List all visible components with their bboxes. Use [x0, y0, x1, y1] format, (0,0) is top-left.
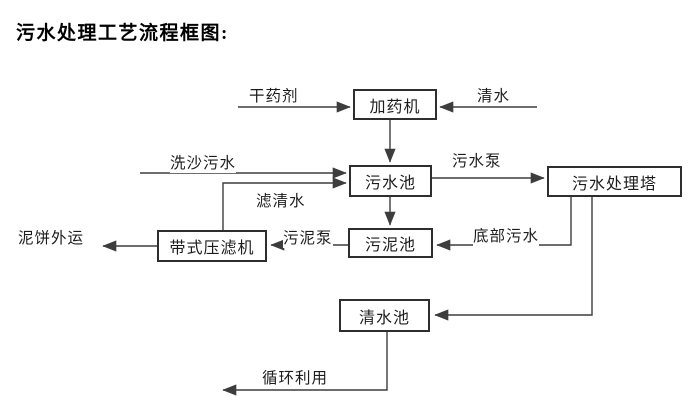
label-sewage-pump: 污水泵	[452, 149, 502, 171]
edge-tower-to-clear-water-pool	[434, 197, 593, 321]
node-dosing-machine: 加药机	[353, 89, 437, 120]
label-sludge-pump: 污泥泵	[283, 226, 333, 248]
node-sewage-pool: 污水池	[349, 165, 432, 197]
page-title: 污水处理工艺流程框图:	[16, 23, 229, 44]
node-treatment-tower: 污水处理塔	[547, 166, 682, 197]
label-bottom-sewage: 底部污水	[473, 224, 540, 246]
node-belt-filter-press: 带式压滤机	[157, 230, 267, 262]
label-mud-cake-out: 泥饼外运	[18, 226, 85, 248]
label-dry-agent: 干药剂	[249, 84, 299, 106]
label-filtered-water: 滤清水	[256, 189, 306, 211]
label-sand-washing-sewage: 洗沙污水	[170, 151, 237, 173]
label-clear-water: 清水	[477, 84, 511, 106]
node-sludge-pool: 污泥池	[348, 228, 433, 258]
edge-filtered-water-to-sewage-pool	[222, 177, 347, 230]
node-clear-water-pool: 清水池	[339, 299, 430, 332]
label-recycle: 循环利用	[262, 366, 329, 388]
edge-recycle-out	[222, 332, 388, 396]
